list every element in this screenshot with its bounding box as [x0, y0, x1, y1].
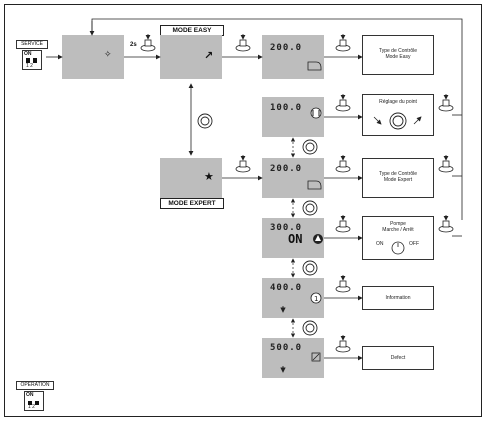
mode-expert-screen: ★: [160, 158, 222, 198]
defect-icon: [311, 352, 321, 362]
result-box-easy: Type de Contrôle Mode Easy: [362, 35, 434, 75]
service-switch-2: [33, 58, 37, 63]
pump-icon: [310, 107, 322, 119]
mode-easy-screen: ↗: [160, 35, 222, 79]
box-line: Defect: [390, 355, 406, 361]
adjust-arrows-icon: [373, 116, 422, 125]
menu-screen-100: 100.0: [262, 97, 324, 137]
operation-label: OPERATION: [16, 381, 54, 390]
press-time: 2s: [130, 42, 137, 48]
box-line: Mode Easy: [385, 54, 411, 60]
service-label: SERVICE: [16, 40, 48, 49]
box-line: Marche / Arrêt: [382, 227, 414, 233]
operation-switch-nums: 1 2: [28, 404, 35, 410]
curve-icon: [307, 61, 322, 190]
service-switch-1: [26, 58, 30, 63]
box-line: Pompe: [390, 221, 406, 227]
menu-code: 500.0: [270, 343, 303, 353]
pump-on-text: ON: [288, 232, 303, 246]
on-off-dial-icon: [391, 241, 405, 255]
box-line: Type de Contrôle: [378, 171, 418, 177]
start-symbol-icon: ✧: [104, 49, 112, 59]
operation-dip-switch: ON 1 2: [24, 391, 44, 411]
operation-switch-2: [35, 401, 39, 405]
menu-code: 200.0: [270, 164, 303, 174]
mode-expert-label: MODE EXPERT: [160, 198, 224, 209]
result-box-expert: Type de Contrôle Mode Expert: [362, 158, 434, 198]
box-line: Information: [385, 295, 411, 301]
box-line: Réglage du point: [379, 99, 417, 105]
result-box-defect: Defect: [362, 346, 434, 370]
menu-screen-easy-200: 200.0: [262, 35, 324, 79]
start-screen: ✧: [62, 35, 124, 79]
operation-switch-1: [28, 401, 32, 405]
box-line: Type de Contrôle: [378, 48, 418, 54]
service-switch-nums: 1 2: [26, 63, 33, 69]
pump-on-label: ON: [376, 241, 384, 247]
expert-mode-icon: ★: [204, 171, 214, 183]
menu-screen-expert-200: 200.0: [262, 158, 324, 198]
operation-switch-on: ON: [26, 392, 34, 398]
service-switch-on: ON: [24, 51, 32, 57]
easy-mode-icon: ↗: [204, 50, 214, 62]
menu-screen-500: 500.0: [262, 338, 324, 378]
menu-code: 200.0: [270, 43, 303, 53]
diagram-frame: [4, 4, 482, 417]
svg-text:1: 1: [314, 295, 318, 303]
pump-off-label: OFF: [409, 241, 419, 247]
knob-press-icon: [140, 34, 454, 353]
pump-on-icon: [313, 234, 323, 244]
menu-code: 400.0: [270, 283, 303, 293]
service-dip-switch: ON 1 2: [22, 50, 42, 70]
menu-code: 100.0: [270, 103, 303, 113]
box-line: Mode Expert: [383, 177, 413, 183]
knob-rotate-icon: [197, 112, 407, 336]
info-icon: 1: [310, 292, 322, 304]
menu-code: 300.0: [270, 223, 303, 233]
